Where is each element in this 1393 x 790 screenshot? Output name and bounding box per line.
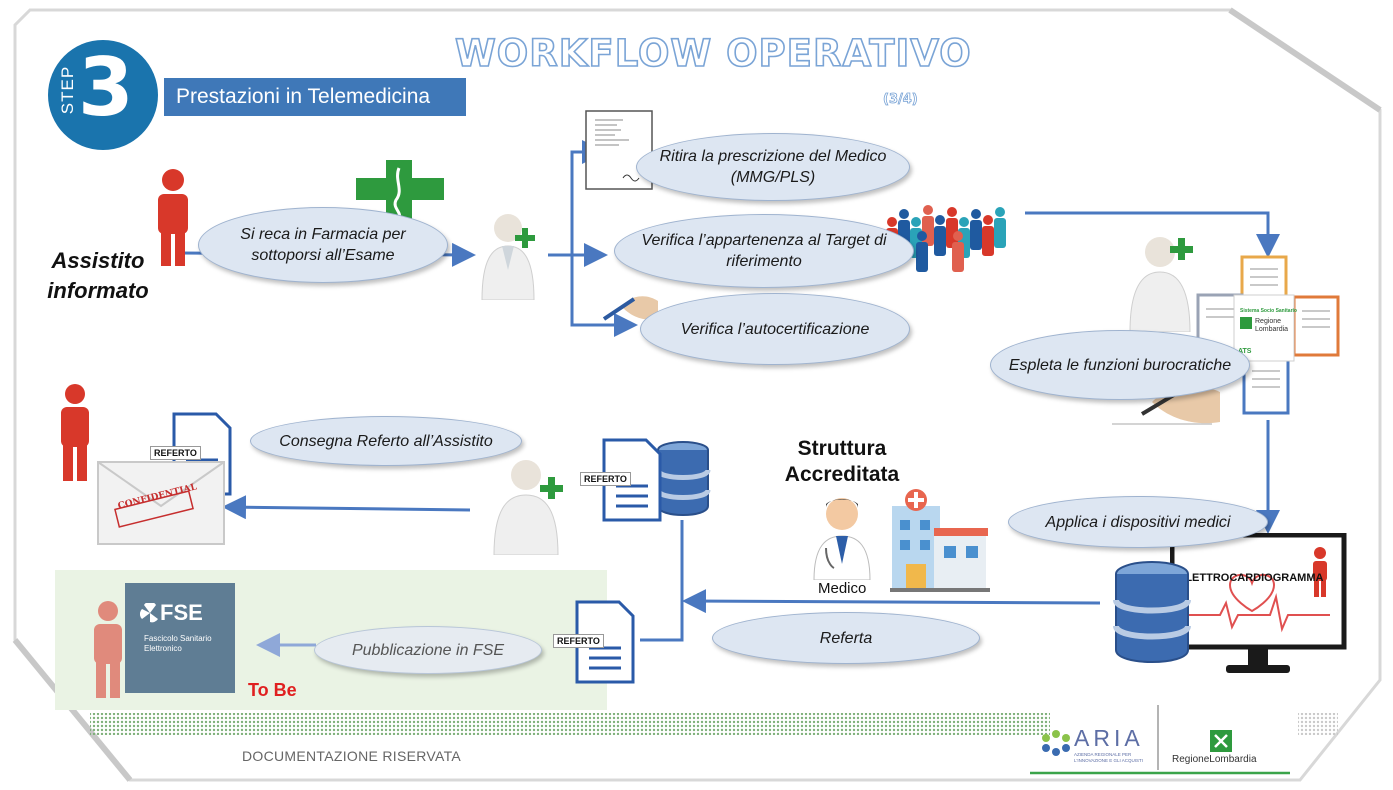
- hospital-icon: [890, 489, 990, 592]
- database-icon: [1113, 561, 1191, 663]
- referto-label: REFERTO: [580, 472, 631, 486]
- person-icon: [94, 601, 122, 698]
- step-pubblicazione-oval: Pubblicazione in FSE: [314, 626, 542, 674]
- pharmacy-cross-icon: [356, 160, 444, 220]
- step-text: Consegna Referto all’Assistito: [279, 432, 493, 450]
- step-referta-oval: Referta: [712, 612, 980, 664]
- step-text: Verifica l’appartenenza al Target di rif…: [641, 232, 887, 270]
- pharmacist-icon: [493, 460, 563, 555]
- step-text: Espleta le funzioni burocratiche: [1008, 356, 1232, 374]
- referto-label: REFERTO: [553, 634, 604, 648]
- step-burocratiche-oval: Espleta le funzioni burocratiche: [990, 330, 1250, 400]
- ats-header-text: Sistema Socio Sanitario: [1240, 308, 1297, 314]
- doctor-icon: [813, 498, 871, 580]
- step-text: Applica i dispositivi medici: [1045, 513, 1231, 531]
- step-text: Ritira la prescrizione del Medico (MMG/P…: [659, 148, 887, 186]
- assistito-label: Assistito informato: [47, 248, 149, 303]
- referto-doc-icon: [602, 438, 662, 522]
- step-target-oval: Verifica l’appartenenza al Target di rif…: [614, 214, 914, 288]
- fse-subtitle: Fascicolo Sanitario Elettronico: [144, 634, 212, 653]
- dotted-band: [90, 713, 1338, 735]
- page-title: WORKFLOW OPERATIVO: [454, 31, 972, 76]
- ecg-monitor-icon: [1170, 533, 1347, 673]
- documents-stack-icon: [1196, 255, 1340, 415]
- subtitle-banner: Prestazioni in Telemedicina: [164, 78, 466, 116]
- step-prescrizione-oval: Ritira la prescrizione del Medico (MMG/P…: [636, 133, 910, 201]
- step-autocert-oval: Verifica l’autocertificazione: [640, 293, 910, 365]
- person-icon: [158, 169, 188, 266]
- database-icon: [655, 441, 711, 516]
- aria-logo-subtitle: AZIENDA REGIONALE PER L'INNOVAZIONE E GL…: [1074, 752, 1144, 763]
- page-indicator: (3/4): [883, 92, 919, 108]
- step-number: 3: [78, 41, 134, 134]
- fse-logo-icon: [140, 603, 158, 623]
- ats-region-text: Regione Lombardia: [1255, 318, 1289, 333]
- step-badge: [48, 40, 158, 150]
- step-text: Si reca in Farmacia per sottoporsi all’E…: [240, 226, 406, 264]
- hand-pen-icon: [602, 296, 658, 321]
- aria-logo-text: ARIA: [1074, 725, 1144, 751]
- referto-doc-icon: [575, 600, 635, 684]
- ecg-label: ELETTROCARDIOGRAMMA: [1178, 572, 1324, 584]
- to-be-label: To Be: [248, 680, 297, 700]
- step-farmacia-oval: Si reca in Farmacia per sottoporsi all’E…: [198, 207, 448, 283]
- fse-card: [125, 583, 235, 693]
- fse-title: FSE: [160, 600, 203, 625]
- region-logo-text: RegioneLombardia: [1172, 754, 1257, 765]
- step-consegna-oval: Consegna Referto all’Assistito: [250, 416, 522, 466]
- step-dispositivi-oval: Applica i dispositivi medici: [1008, 496, 1268, 548]
- region-logo-icon: [1210, 730, 1232, 752]
- pharmacist-icon: [481, 214, 535, 300]
- pharmacist-icon: [1129, 237, 1193, 332]
- aria-logo-icon: [1042, 730, 1070, 756]
- step-word: STEP: [58, 65, 78, 115]
- confidential-envelope-icon: [97, 461, 225, 545]
- struttura-label: Struttura Accreditata: [784, 437, 900, 486]
- person-icon: [61, 384, 89, 481]
- step-text: Verifica l’autocertificazione: [680, 320, 870, 338]
- footer-text: DOCUMENTAZIONE RISERVATA: [242, 748, 462, 764]
- step-text: Pubblicazione in FSE: [351, 641, 505, 659]
- ats-label: ATS: [1238, 348, 1252, 355]
- medico-label: Medico: [818, 580, 867, 597]
- step-text: Referta: [819, 629, 873, 647]
- referto-label: REFERTO: [150, 446, 201, 460]
